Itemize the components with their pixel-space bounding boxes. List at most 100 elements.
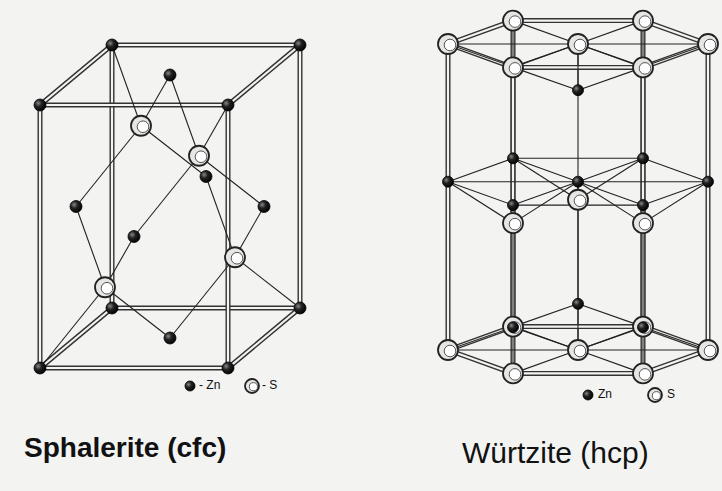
cube-edge-inner [40,308,112,368]
zn-atom [222,99,234,111]
s-atom [189,146,209,166]
prism-edge-inner [447,44,449,350]
bond [40,287,105,368]
zn-atom [164,69,176,81]
s-atom [698,340,718,360]
legend-text: - S [262,379,277,391]
s-atom [568,190,588,210]
zn-atom [222,362,234,374]
wurtzite-cell [438,11,718,384]
mid-spoke [448,181,578,182]
s-atom [225,247,245,267]
cube-edge-inner [228,308,300,368]
hex-edge-inner [513,20,643,22]
cube-edge [228,308,300,368]
cube-edge-inner [111,45,113,308]
bond [105,287,170,338]
cube-edge-inner [39,105,41,368]
mid-hex-edge [643,182,708,205]
zn-atom [508,200,519,211]
cube-edge [110,45,115,308]
hex-edge [513,18,643,23]
cube-edge-inner [228,45,300,105]
structure-caption: Würtzite (hcp) [462,438,649,468]
bond [199,156,264,207]
s-atom [633,317,653,337]
zn-atom [583,390,593,400]
s-atom [633,363,653,383]
zn-atom [703,176,714,187]
zn-atom [443,176,454,187]
bond [134,156,199,237]
legend-samples [185,379,662,402]
cube-edge [40,366,228,371]
mid-spoke [513,158,578,181]
cube-edge [38,105,43,368]
bond [112,45,141,126]
mid-hex-edge [513,158,643,159]
bond [76,207,105,288]
s-atom [633,213,653,233]
cube-edge [112,306,300,311]
s-atom [568,340,588,360]
bond [643,182,708,223]
zn-atom [638,322,649,333]
cube-edge [228,45,300,105]
cube-edge [112,43,300,48]
s-atom [568,34,588,54]
s-atom [131,116,151,136]
s-atom [503,11,523,31]
bond [512,223,513,327]
bond [206,177,235,258]
cube-edge-inner [40,45,112,105]
zn-atom [638,153,649,164]
zn-atom [34,362,46,374]
bond [642,223,643,327]
cube-edge [40,45,112,105]
s-atom [503,57,523,77]
zn-atom [294,39,306,51]
prism-edge [706,44,711,350]
bond [578,158,643,199]
prism-edge-inner [707,44,709,350]
legend-text: - Zn [199,379,220,391]
zn-atom [573,298,584,309]
cube-edge-inner [112,44,300,46]
bond [577,200,578,304]
cube-edge-inner [40,367,228,369]
zn-atom [106,39,118,51]
s-atom [503,317,523,337]
zn-atom [638,200,649,211]
zn-atom [508,322,519,333]
s-atom [698,34,718,54]
s-atom [633,57,653,77]
cube-edge [298,45,303,308]
cube-edge-inner [112,307,300,309]
s-atom [503,213,523,233]
mid-spoke [578,158,643,181]
zn-atom [185,381,195,391]
zn-atom [70,201,82,213]
structure-caption: Sphalerite (cfc) [24,434,226,462]
bond [76,126,141,207]
zn-atom [128,231,140,243]
legend-text: Zn [598,388,612,400]
hex-edge-inner [513,372,643,374]
zn-atom [573,85,584,96]
bond [235,257,300,308]
bond [170,257,235,338]
bond [448,182,513,223]
zn-atom [573,176,584,187]
hex-edge [513,371,643,376]
cube-edge-inner [299,45,301,308]
bond [513,158,578,199]
legend-text: S [667,388,675,400]
prism-edge [446,44,451,350]
s-atom [648,388,662,402]
s-atom [633,11,653,31]
bond [170,75,199,156]
s-atom [245,379,259,393]
mid-hex-edge [448,158,513,181]
zn-atom [508,153,519,164]
